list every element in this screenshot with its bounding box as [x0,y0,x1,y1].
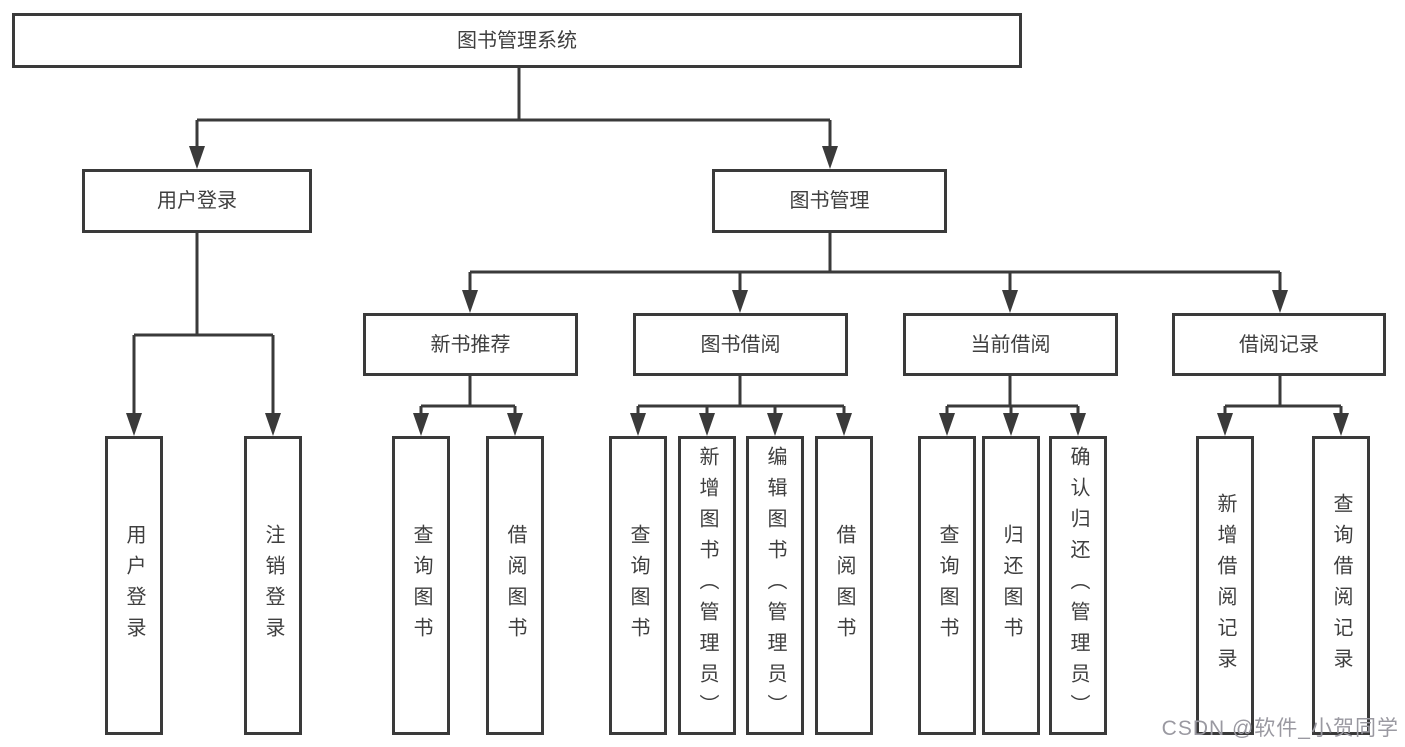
leaf-add-books-admin: 新增图书（管理员） [678,436,736,735]
csdn-watermark: CSDN @软件_小贺同学 [1161,717,1399,740]
leaf-query-borrow-record: 查询借阅记录 [1312,436,1370,735]
leaf-borrow-books-recommend: 借阅图书 [486,436,544,735]
node-borrow-records: 借阅记录 [1172,313,1386,376]
node-current-borrow: 当前借阅 [903,313,1118,376]
node-library-system: 图书管理系统 [12,13,1022,68]
leaf-add-borrow-record: 新增借阅记录 [1196,436,1254,735]
leaf-user-login: 用户登录 [105,436,163,735]
leaf-query-books-current: 查询图书 [918,436,976,735]
node-book-management: 图书管理 [712,169,947,233]
arrowheads [126,146,1349,436]
tree-connector-path [132,68,1343,416]
node-new-book-recommend: 新书推荐 [363,313,578,376]
leaf-query-books-recommend: 查询图书 [392,436,450,735]
leaf-query-books-borrow: 查询图书 [609,436,667,735]
leaf-confirm-return-admin: 确认归还（管理员） [1049,436,1107,735]
node-book-borrow: 图书借阅 [633,313,848,376]
node-user-login: 用户登录 [82,169,312,233]
leaf-return-books: 归还图书 [982,436,1040,735]
leaf-edit-books-admin: 编辑图书（管理员） [746,436,804,735]
leaf-logout-login: 注销登录 [244,436,302,735]
leaf-borrow-books: 借阅图书 [815,436,873,735]
